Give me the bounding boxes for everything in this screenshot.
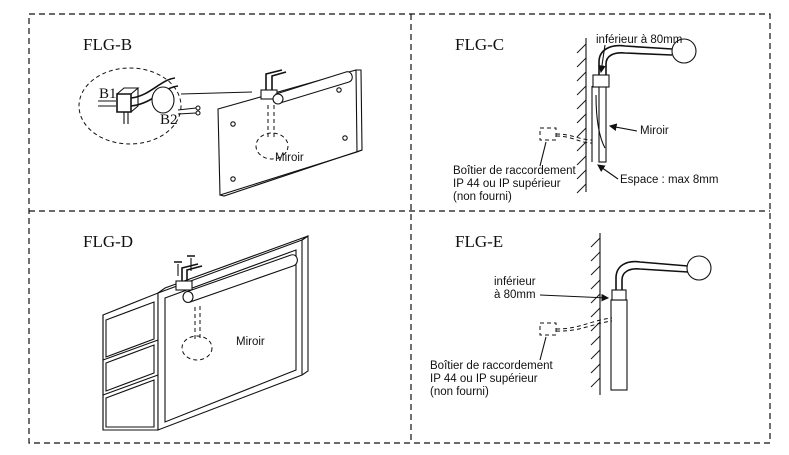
lamp-e bbox=[611, 255, 712, 301]
panel-flg-c: FLG-C bbox=[453, 34, 718, 203]
label-junction-box-e-3: (non fourni) bbox=[430, 386, 489, 398]
wall-c bbox=[576, 38, 587, 194]
junction-box-c bbox=[539, 94, 606, 149]
bracket-detail bbox=[98, 77, 253, 124]
wall-e bbox=[590, 233, 601, 395]
mirror-sheet-c bbox=[591, 85, 607, 163]
label-junction-box-e-1: Boîtier de raccordement bbox=[430, 360, 554, 372]
label-below-80mm-c: inférieur à 80mm bbox=[596, 34, 682, 46]
label-junction-box-c-3: (non fourni) bbox=[453, 191, 512, 203]
panel-grid bbox=[28, 13, 771, 444]
lamp-c bbox=[592, 38, 697, 88]
label-below-e-1: inférieur bbox=[494, 276, 536, 288]
junction-box-e bbox=[539, 317, 613, 336]
label-b1: B1 bbox=[99, 86, 117, 102]
label-mirror-c: Miroir bbox=[640, 125, 669, 137]
label-below-e-2: à 80mm bbox=[494, 289, 536, 301]
label-gap-c: Espace : max 8mm bbox=[620, 174, 718, 186]
label-junction-box-e-2: IP 44 ou IP supérieur bbox=[430, 373, 538, 385]
label-junction-box-c-1: Boîtier de raccordement bbox=[453, 165, 577, 177]
panel-title-flg-e: FLG-E bbox=[455, 232, 503, 251]
label-mirror-d: Miroir bbox=[236, 336, 265, 348]
lamp-d bbox=[174, 254, 298, 361]
lamp-b bbox=[260, 69, 353, 105]
cabinet-d bbox=[102, 234, 309, 431]
panel-flg-b: FLG-B B1 B2 bbox=[78, 35, 363, 197]
mirror-board-e bbox=[610, 299, 628, 391]
label-b2: B2 bbox=[160, 112, 178, 128]
label-junction-box-c-2: IP 44 ou IP supérieur bbox=[453, 178, 561, 190]
panel-title-flg-d: FLG-D bbox=[83, 232, 133, 251]
mirror-plate-b bbox=[217, 69, 363, 197]
panel-title-flg-b: FLG-B bbox=[83, 35, 132, 54]
panel-title-flg-c: FLG-C bbox=[455, 35, 504, 54]
panel-flg-e: FLG-E bbox=[430, 232, 712, 398]
label-mirror-b: Miroir bbox=[275, 152, 304, 164]
panel-flg-d: FLG-D Miroir bbox=[83, 232, 309, 431]
detail-zoom-ellipse bbox=[78, 67, 182, 145]
